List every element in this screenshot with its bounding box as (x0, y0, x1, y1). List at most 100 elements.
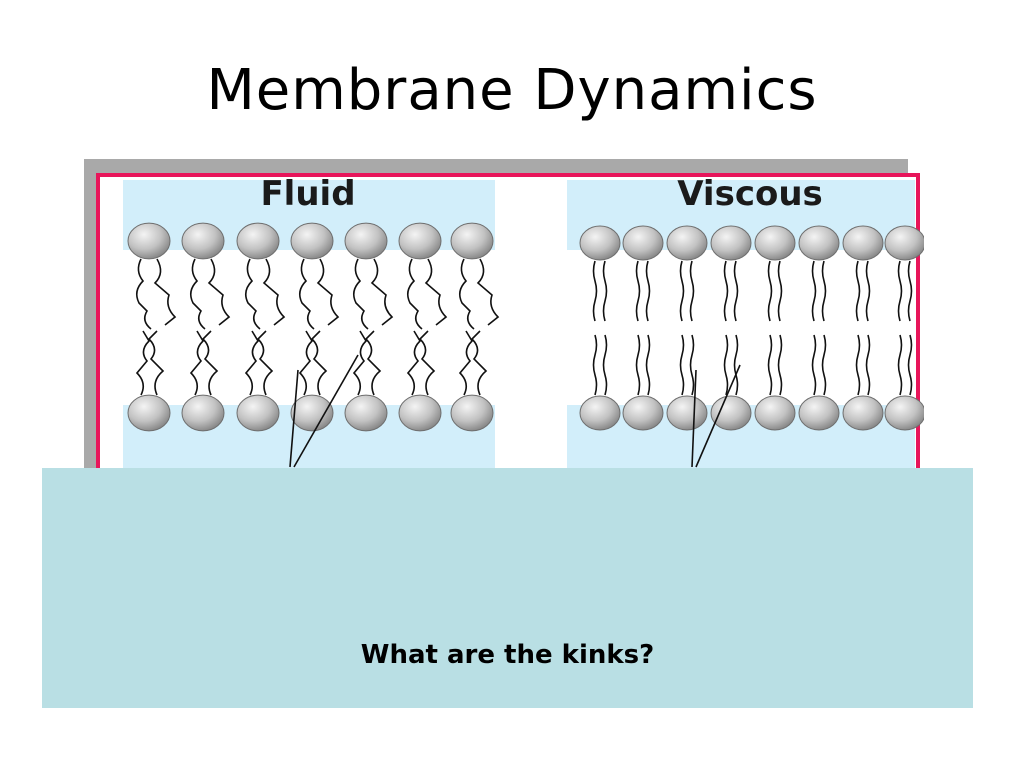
fluid-core (123, 250, 495, 405)
viscous-core (567, 250, 915, 405)
viscous-tail (767, 334, 773, 396)
viscous-tails (592, 260, 913, 396)
viscous-tail (602, 260, 608, 322)
viscous-label: Viscous (677, 174, 823, 214)
fluid-tail (458, 330, 474, 396)
fluid-tail (189, 330, 205, 396)
viscous-tail (855, 334, 861, 396)
fluid-tail (406, 330, 422, 396)
viscous-tail (645, 334, 651, 396)
viscous-tail (897, 334, 903, 396)
viscous-tail (679, 260, 685, 322)
fluid-heads (127, 222, 494, 432)
fluid-bottom-head (398, 394, 442, 432)
viscous-tail (723, 334, 729, 396)
fluid-tail (370, 258, 394, 326)
viscous-tail (723, 260, 729, 322)
viscous-tail (811, 334, 817, 396)
viscous-top-head (884, 225, 924, 261)
fluid-top-head (344, 222, 388, 260)
fluid-tail (135, 258, 152, 330)
viscous-bottom-head (842, 395, 884, 431)
fluid-tail (298, 330, 314, 396)
fluid-top-head (181, 222, 225, 260)
fluid-tail (352, 330, 368, 396)
viscous-tail (767, 260, 773, 322)
fluid-tail (418, 330, 436, 396)
membrane-figure: Fluid Viscous (80, 155, 924, 485)
viscous-tail (777, 334, 783, 396)
viscous-top-head (666, 225, 708, 261)
fluid-tail (256, 330, 274, 396)
viscous-bottom-head (798, 395, 840, 431)
fluid-tail (352, 258, 369, 330)
viscous-heads (579, 225, 924, 431)
viscous-tail (689, 260, 695, 322)
viscous-tail (602, 334, 608, 396)
viscous-bottom-head (579, 395, 621, 431)
viscous-tail (907, 260, 913, 322)
viscous-tail (897, 260, 903, 322)
fluid-tail (189, 258, 206, 330)
viscous-bottom-head (710, 395, 752, 431)
fluid-tail (262, 258, 286, 326)
fluid-tail (470, 330, 488, 396)
fluid-tail (364, 330, 382, 396)
fluid-tail (458, 258, 475, 330)
viscous-tail (777, 260, 783, 322)
fluid-tail (135, 330, 151, 396)
viscous-tail (811, 260, 817, 322)
fluid-tail (244, 330, 260, 396)
fluid-top-head (236, 222, 280, 260)
fluid-bottom-head (450, 394, 494, 432)
fluid-tail (476, 258, 500, 326)
fluid-top-head (290, 222, 334, 260)
fluid-bottom-head (344, 394, 388, 432)
viscous-tail (592, 260, 598, 322)
fluid-tail (316, 258, 340, 326)
viscous-tail (635, 260, 641, 322)
viscous-tail (733, 260, 739, 322)
viscous-tail (679, 334, 685, 396)
viscous-tail (865, 260, 871, 322)
viscous-bottom-head (754, 395, 796, 431)
fluid-bottom-head (127, 394, 171, 432)
fluid-tail (201, 330, 219, 396)
fluid-tail (424, 258, 448, 326)
fluid-tail (406, 258, 423, 330)
fluid-tail (310, 330, 328, 396)
fluid-bottom-head (290, 394, 334, 432)
viscous-tail (645, 260, 651, 322)
viscous-bottom-head (884, 395, 924, 431)
viscous-tail (821, 334, 827, 396)
viscous-bottom-head (666, 395, 708, 431)
viscous-tail (865, 334, 871, 396)
viscous-tail (821, 260, 827, 322)
viscous-tail (907, 334, 913, 396)
kink-pointers (289, 354, 741, 468)
viscous-tail (689, 334, 695, 396)
fluid-tail (147, 330, 165, 396)
viscous-bottom-head (622, 395, 664, 431)
viscous-top-head (798, 225, 840, 261)
slide-title: Membrane Dynamics (206, 58, 818, 123)
fluid-bottom-head (236, 394, 280, 432)
viscous-tail (855, 260, 861, 322)
viscous-top-head (622, 225, 664, 261)
viscous-tail (592, 334, 598, 396)
fluid-top-head (127, 222, 171, 260)
text-box: What are the kinks? (42, 468, 973, 708)
fluid-top-head (398, 222, 442, 260)
viscous-top-head (579, 225, 621, 261)
fluid-tail (244, 258, 261, 330)
fluid-tails (135, 258, 500, 396)
fluid-tail (153, 258, 177, 326)
fluid-bottom-head (181, 394, 225, 432)
fluid-tail (298, 258, 315, 330)
viscous-tail (635, 334, 641, 396)
viscous-tail (733, 334, 739, 396)
viscous-top-head (842, 225, 884, 261)
fluid-label: Fluid (260, 174, 355, 214)
kinks-question: What are the kinks? (360, 640, 655, 670)
fluid-tail (207, 258, 231, 326)
